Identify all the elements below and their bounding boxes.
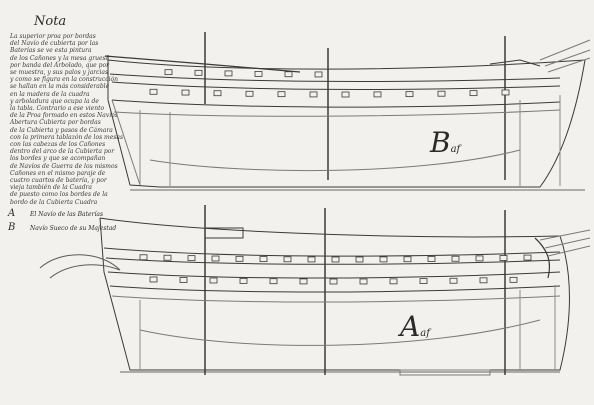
gun-port [139,254,148,261]
note-line: con la primera tablazón de los mesas [10,133,124,141]
gun-port [309,91,318,98]
gun-port [469,90,478,97]
ship-b-suffix: af [450,144,461,155]
note-line: de Navíos de Guerra de los mismos [10,162,118,170]
gun-port [329,278,338,285]
gun-port [359,278,368,285]
ship-b-label: Baf [430,126,460,159]
note-line: La superior proa por bordas [10,33,96,40]
gun-port [299,278,308,285]
note-line: de los Cañones y la mesa gruesa [10,54,110,62]
gun-port [259,256,268,262]
gun-port [239,277,248,284]
gun-port [427,256,436,262]
legend-b-text: Navío Sueco de su Majestad [30,225,117,232]
gun-port [187,255,196,262]
note-title: Nota [34,14,67,29]
gun-port [194,69,203,76]
note-line: los bordes y que se acompañan [10,155,106,163]
gun-port [331,256,340,263]
note-line: se hallan en la más considerable [10,83,110,91]
note-line: de puesto como los bordes de la [10,191,108,199]
gun-port [501,89,510,96]
note-line: cuatro cuartos de batería, y por [10,177,107,184]
gun-port [164,69,173,76]
note-line: bordo de la Cubierta Cuadra [10,198,98,206]
gun-port [419,278,428,284]
gun-port [314,71,323,78]
note-line: Baterías se ve esta pintura [10,47,92,55]
ship-a-drawing [99,205,591,376]
legend-a-letter: A [8,208,16,219]
gun-port [379,256,388,263]
note-line: con las cabezas de los Cañones [10,141,106,148]
gun-port [389,278,398,285]
gun-port [475,255,484,262]
gun-port [211,255,220,262]
note-line: Abertura Cubierta por bordas [10,119,101,127]
gun-port [269,278,278,285]
gun-port [179,277,188,283]
gun-port [277,91,286,98]
ship-b-letter: B [430,126,451,159]
note-line: de la Cubierta y pasos de Cámara [10,126,113,134]
gun-port [209,277,218,284]
gun-port [437,90,446,97]
gun-port [149,276,158,283]
ship-b-drawing [104,32,591,191]
ship-a-label: Aaf [400,310,430,343]
gun-port [283,256,292,263]
legend-a-text: El Navío de las Baterías [30,211,104,218]
gun-port [245,90,254,97]
note-line: en la madera de la cuadra [10,90,90,98]
note-line: y como se figura en la construcción [10,76,118,84]
note-line: la tabla. Contrario a ese viento [10,105,105,112]
ship-a-letter: A [400,310,421,343]
gun-port [254,70,263,77]
gun-port [405,91,414,98]
gun-port [373,91,382,98]
note-line: se muestra, y sus palos y jarcias [10,69,109,76]
ship-a-suffix: af [420,328,430,339]
gun-port [235,255,244,262]
gun-port [523,254,532,261]
legend-item-b: B Navío Sueco de su Majestad [8,222,116,233]
gun-port [224,70,233,77]
gun-port [479,277,488,284]
gun-port [213,90,222,97]
gun-port [403,256,412,263]
gun-port [149,88,158,95]
legend-item-a: A El Navío de las Baterías [8,208,103,219]
note-line: vieja también de la Cuadra [10,184,92,192]
gun-port [355,256,364,263]
note-line: y arboladura que ocupa la de [10,97,99,105]
gun-port [307,256,316,263]
gun-port [341,91,350,98]
gun-port [163,254,172,261]
legend-b-letter: B [8,222,16,233]
gun-port [181,89,190,96]
note-line: del Navío de cubierta por las [10,40,99,48]
note-line: de la Proa formado en estos Navíos [10,112,118,120]
note-line: dentro del arco de la Cubierta por [10,148,115,156]
note-line: por banda del Arbolado, que por [10,61,109,69]
gun-port [499,255,508,261]
gun-port [449,277,458,284]
gun-port [284,71,293,78]
gun-port [509,276,518,283]
note-line: Cañones en el mismo paraje de [10,169,106,177]
gun-port [451,255,460,262]
